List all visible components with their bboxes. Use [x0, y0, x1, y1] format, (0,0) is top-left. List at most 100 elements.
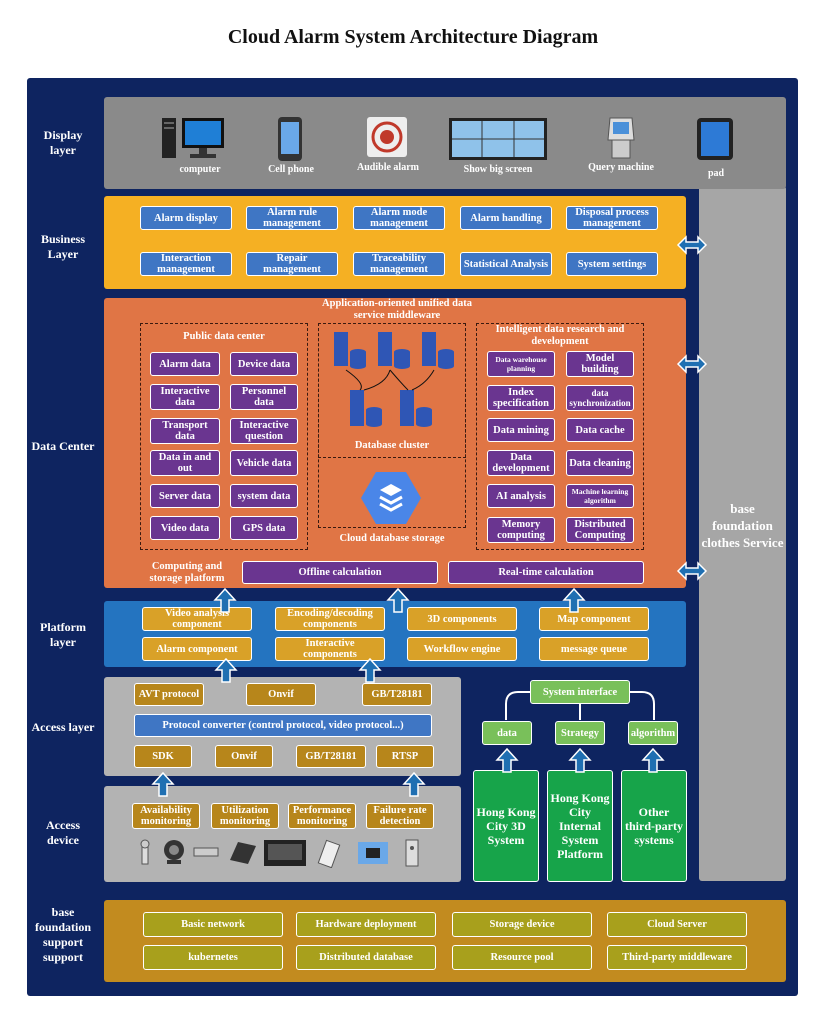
intel-item: Index specification — [487, 385, 555, 411]
foundation-item: Storage device — [452, 912, 592, 937]
middleware-title: Application-oriented unified data servic… — [322, 298, 472, 321]
layer-label-foundation: base foundation support support — [34, 905, 92, 964]
realtime-calculation: Real-time calculation — [448, 561, 644, 584]
cell-phone-icon — [276, 116, 304, 162]
offline-calculation: Offline calculation — [242, 561, 438, 584]
layer-label-display: Display layer — [43, 128, 83, 157]
up-arrow-icon — [215, 658, 237, 683]
public-data-center-box — [140, 323, 308, 550]
recorder-icon — [264, 840, 306, 866]
card-reader-icon — [230, 842, 256, 864]
platform-item: Video analysis component — [142, 607, 252, 631]
intel-item: Model building — [566, 351, 634, 377]
display-device-label: Cell phone — [268, 164, 314, 175]
display-device-label: Show big screen — [463, 164, 533, 175]
public-data-item: Personnel data — [230, 384, 298, 410]
business-item: System settings — [566, 252, 658, 276]
door-access-icon — [405, 839, 419, 867]
access-sdk: RTSP — [376, 745, 434, 768]
intel-item: AI analysis — [487, 484, 555, 508]
public-data-item: Transport data — [150, 418, 220, 444]
intel-item: Machine learning algorithm — [566, 484, 634, 508]
interface-item: data — [482, 721, 532, 745]
platform-item: Interactive components — [275, 637, 385, 661]
platform-item: Alarm component — [142, 637, 252, 661]
intel-item: Memory computing — [487, 517, 555, 543]
business-item: Interaction management — [140, 252, 232, 276]
up-arrow-icon — [387, 588, 409, 613]
intel-item: Data cleaning — [566, 450, 634, 476]
barcode-reader-icon — [193, 847, 219, 857]
business-item: Repair management — [246, 252, 338, 276]
interface-item: algorithm — [628, 721, 678, 745]
display-device-label: Audible alarm — [357, 162, 419, 173]
public-data-item: system data — [230, 484, 298, 508]
page-title: Cloud Alarm System Architecture Diagram — [227, 26, 599, 48]
public-data-item: GPS data — [230, 516, 298, 540]
up-arrow-icon — [496, 748, 518, 773]
external-system: Hong Kong City Internal System Platform — [547, 770, 613, 882]
up-arrow-icon — [642, 748, 664, 773]
bidirectional-arrow-icon — [677, 236, 707, 254]
public-data-item: Interactive question — [230, 418, 298, 444]
monitoring-item: Availability monitoring — [132, 803, 200, 829]
access-device-icons — [134, 836, 434, 869]
foundation-item: Resource pool — [452, 945, 592, 970]
database-cluster-box — [318, 323, 466, 458]
public-data-item: Vehicle data — [230, 450, 298, 476]
sensor-icon — [140, 839, 150, 865]
platform-item: Workflow engine — [407, 637, 517, 661]
business-item: Statistical Analysis — [460, 252, 552, 276]
base-service-label: base foundation clothes Service — [701, 501, 784, 550]
intel-item: Distributed Computing — [566, 517, 634, 543]
cloud-storage-icon — [360, 470, 422, 526]
platform-item: Encoding/decoding components — [275, 607, 385, 631]
business-item: Alarm handling — [460, 206, 552, 230]
access-protocol: GB/T28181 — [362, 683, 432, 706]
computer-icon — [160, 116, 230, 162]
interface-connectors — [470, 680, 692, 780]
intel-item: Data development — [487, 450, 555, 476]
intel-item: data synchronization — [566, 385, 634, 411]
computing-platform-label: Computing and storage platform — [149, 561, 225, 584]
business-item: Alarm rule management — [246, 206, 338, 230]
database-cluster-icon — [326, 328, 458, 430]
access-sdk: GB/T28181 — [296, 745, 366, 768]
access-sdk: SDK — [134, 745, 192, 768]
monitoring-item: Performance monitoring — [288, 803, 356, 829]
public-data-item: Data in and out — [150, 450, 220, 476]
keypad-icon — [317, 839, 341, 869]
big-screen-icon — [449, 118, 547, 160]
base-service-column — [699, 186, 786, 881]
layer-label-access-device: Access device — [46, 818, 80, 847]
public-data-item: Server data — [150, 484, 220, 508]
layer-label-access: Access layer — [31, 719, 95, 734]
up-arrow-icon — [214, 588, 236, 613]
intel-item: Data mining — [487, 418, 555, 442]
business-item: Alarm mode management — [353, 206, 445, 230]
foundation-item: kubernetes — [143, 945, 283, 970]
layer-label-platform: Platform layer — [40, 620, 86, 649]
access-protocol: Onvif — [246, 683, 316, 706]
foundation-item: Cloud Server — [607, 912, 747, 937]
platform-item: Map component — [539, 607, 649, 631]
public-data-item: Device data — [230, 352, 298, 376]
intelligent-rd-box — [476, 323, 644, 550]
system-interface-title: System interface — [530, 680, 630, 704]
foundation-item: Third-party middleware — [607, 945, 747, 970]
intelligent-rd-title: Intelligent data research and developmen… — [495, 324, 625, 347]
database-cluster-label: Database cluster — [354, 440, 430, 451]
business-item: Traceability management — [353, 252, 445, 276]
up-arrow-icon — [152, 772, 174, 797]
pad-icon — [696, 116, 734, 162]
layer-label-data-center: Data Center — [31, 438, 95, 453]
intel-item: Data cache — [566, 418, 634, 442]
foundation-item: Basic network — [143, 912, 283, 937]
platform-item: message queue — [539, 637, 649, 661]
platform-item: 3D components — [407, 607, 517, 631]
cloud-storage-label: Cloud database storage — [339, 533, 445, 544]
up-arrow-icon — [569, 748, 591, 773]
public-data-item: Interactive data — [150, 384, 220, 410]
up-arrow-icon — [403, 772, 425, 797]
